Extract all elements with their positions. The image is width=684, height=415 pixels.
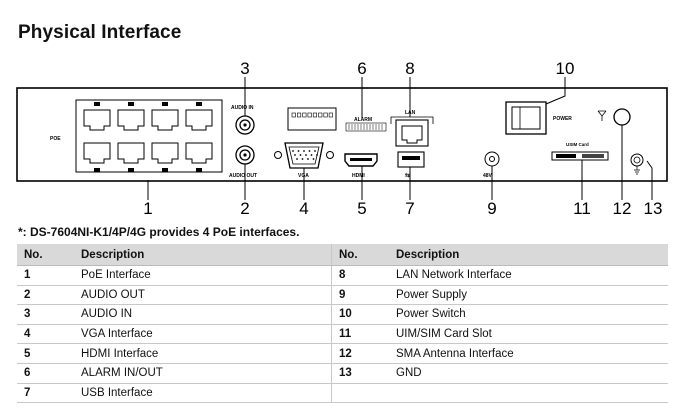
gnd-screw [630,153,644,175]
dc-input-label: 48V [483,173,493,179]
table-header-row: No. Description No. Description [17,244,668,266]
audio-out-label: AUDIO OUT [229,173,257,179]
callout-6: 6 [357,59,366,78]
power-label: POWER [553,116,572,122]
poe-label: POE [50,136,61,142]
row-description: Power Supply [389,285,668,306]
alarm-label: ALARM [354,117,372,123]
audio-in-label: AUDIO IN [231,105,254,111]
row-number: 4 [17,324,74,345]
row-number: 13 [331,363,389,384]
poe-port [83,142,111,172]
poe-port [151,102,179,131]
header-no-right: No. [331,244,389,266]
audio-in-port: AUDIO IN [231,105,255,135]
usim-label: USIM Card [566,142,589,147]
callout-12: 12 [613,199,632,218]
row-number [331,383,389,404]
callout-10: 10 [556,59,575,78]
header-no-left: No. [17,244,74,266]
footnote: *: DS-7604NI-K1/4P/4G provides 4 PoE int… [18,225,300,239]
callout-11: 11 [573,199,591,218]
row-description: PoE Interface [74,265,332,286]
row-description: UIM/SIM Card Slot [389,324,668,345]
row-number: 2 [17,285,74,306]
row-description: SMA Antenna Interface [389,343,668,364]
poe-port [83,102,111,131]
row-description: LAN Network Interface [389,265,668,286]
usb-icon: ⇆ [405,172,410,179]
header-description-right: Description [389,244,668,266]
rear-panel-diagram: POE AUDIO IN AUDIO OUT ALARM VGA HDMI [16,59,668,218]
callout-7: 7 [405,199,414,218]
hdmi-port: HDMI [344,153,378,179]
row-description: VGA Interface [74,324,332,345]
ground-icon [634,166,640,175]
row-number: 10 [331,304,389,325]
row-description: GND [389,363,668,384]
row-description: ALARM IN/OUT [74,363,332,384]
callout-8: 8 [405,59,414,78]
callout-4: 4 [299,199,308,218]
poe-port [185,102,213,131]
usb-port: ⇆ [397,151,425,179]
row-number: 7 [17,383,74,404]
row-number: 12 [331,343,389,364]
row-number: 6 [17,363,74,384]
callout-13: 13 [644,199,663,218]
callout-5: 5 [357,199,366,218]
poe-port [117,102,145,131]
alarm-terminal: ALARM [287,107,387,132]
row-number: 1 [17,265,74,286]
poe-port [185,142,213,172]
row-number: 3 [17,304,74,325]
poe-port [151,142,179,172]
row-number: 9 [331,285,389,306]
row-description [389,383,668,404]
row-description: HDMI Interface [74,343,332,364]
header-description-left: Description [74,244,332,266]
row-number: 8 [331,265,389,286]
row-number: 11 [331,324,389,345]
callout-lines [147,77,653,200]
poe-ports: POE [50,99,223,173]
callout-3: 3 [240,59,249,78]
page-title: Physical Interface [18,22,182,43]
hdmi-label: HDMI [352,173,365,179]
poe-port [117,142,145,172]
power-switch: POWER [505,101,572,135]
callout-1: 1 [143,199,152,218]
callout-2: 2 [240,199,249,218]
sim-card-slot: USIM Card [551,142,609,161]
vga-port: VGA [274,142,334,179]
lan-port: LAN [390,110,434,147]
row-description: USB Interface [74,383,332,404]
row-description: AUDIO OUT [74,285,332,306]
audio-out-port: AUDIO OUT [229,145,257,179]
antenna-icon [597,110,607,121]
row-description: AUDIO IN [74,304,332,325]
row-number: 5 [17,343,74,364]
row-description: Power Switch [389,304,668,325]
callout-9: 9 [487,199,496,218]
